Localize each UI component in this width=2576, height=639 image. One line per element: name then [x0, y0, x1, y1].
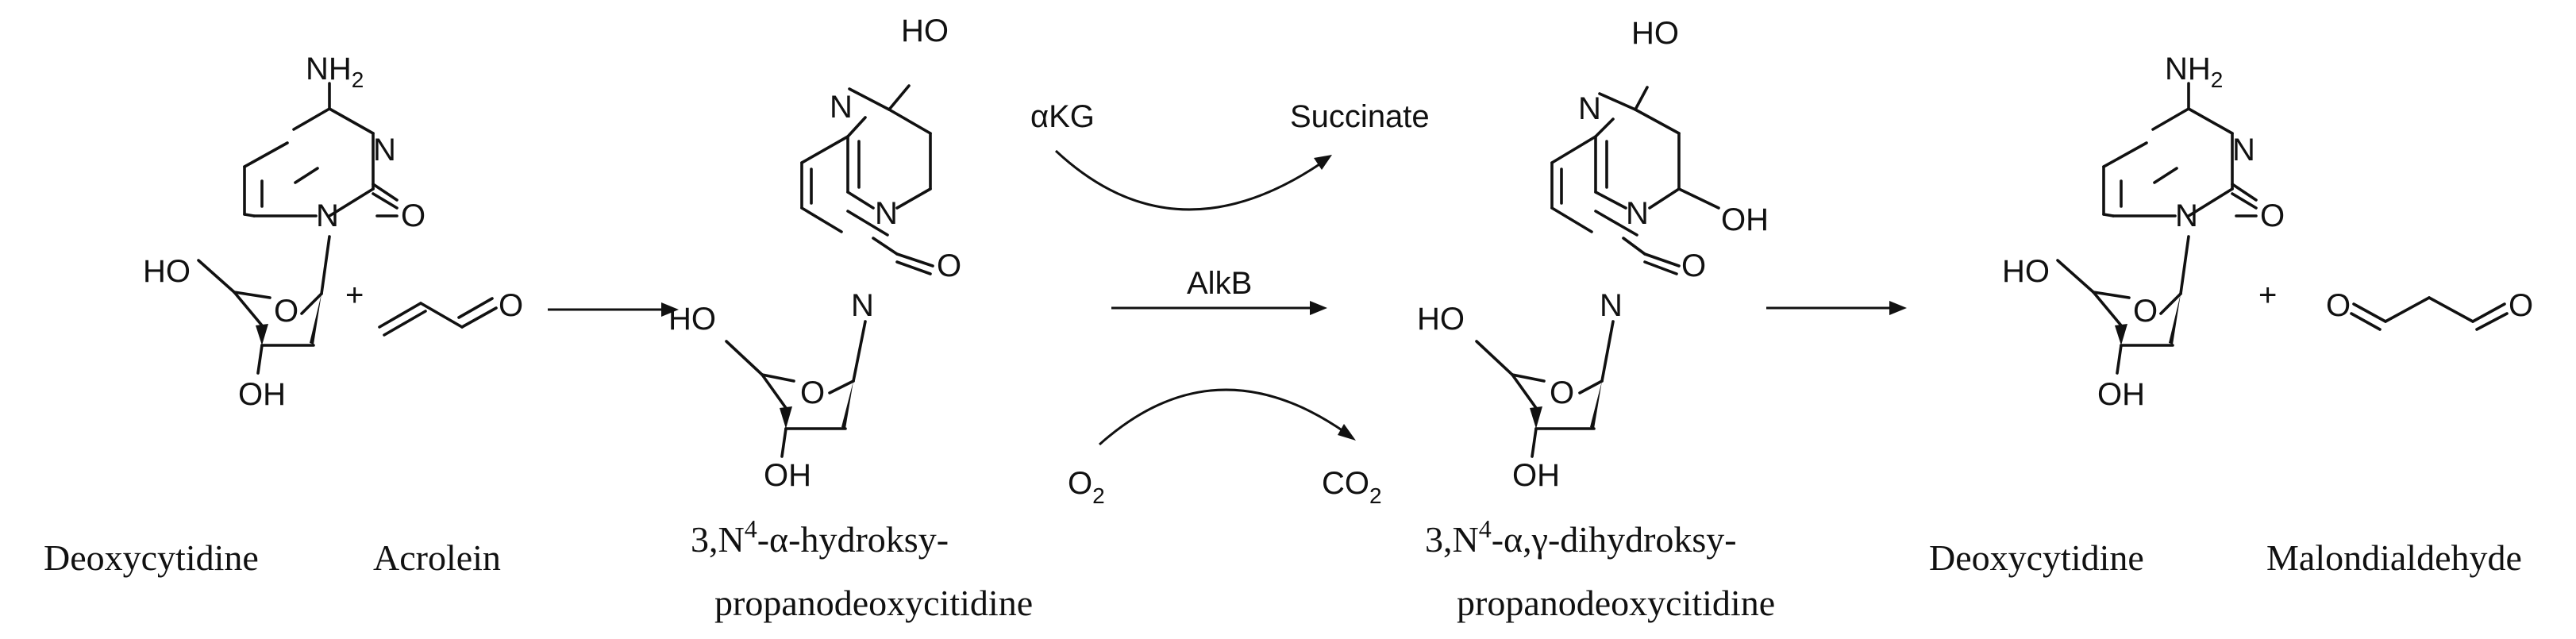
- atom-o: O: [2133, 294, 2158, 329]
- atom-o: O: [2509, 288, 2533, 323]
- atom-ho: HO: [1417, 302, 1465, 337]
- cytosine-ring: [243, 82, 399, 217]
- atom-o: O: [937, 248, 961, 283]
- atom-n: N: [1600, 288, 1623, 323]
- molecule-malondialdehyde: O O: [2326, 288, 2533, 331]
- atom-n: N: [1626, 196, 1649, 231]
- oxygen-label: O2: [1068, 466, 1105, 508]
- reaction-arrow-3: [1766, 301, 1907, 315]
- atom-o: O: [274, 294, 298, 329]
- atom-oh: OH: [2097, 377, 2145, 412]
- fused-ring-system: [1550, 86, 1720, 275]
- caption-deoxycytidine-right: Deoxycytidine: [1929, 537, 2144, 578]
- atom-ho: HO: [901, 13, 949, 48]
- atom-o: O: [499, 288, 523, 323]
- atom-oh: OH: [1721, 202, 1769, 237]
- cytosine-ring: [2102, 82, 2258, 217]
- atom-oh: OH: [1512, 458, 1560, 493]
- atom-o: O: [401, 198, 425, 233]
- atom-oh: OH: [764, 458, 811, 493]
- sugar-ring: [197, 235, 331, 375]
- caption-deoxycytidine-left: Deoxycytidine: [44, 537, 259, 578]
- caption-hydroxy-adduct-line1: 3,N4-α-hydroksy-: [691, 514, 949, 560]
- molecule-deoxycytidine-right: NH2 N N O O HO OH: [2002, 52, 2285, 412]
- atom-n: N: [851, 288, 874, 323]
- atom-o: O: [800, 375, 825, 410]
- atom-o: O: [2326, 288, 2351, 323]
- enzyme-label: AlkB: [1187, 266, 1252, 301]
- atom-ho: HO: [143, 254, 191, 289]
- atom-o: O: [1681, 248, 1706, 283]
- atom-n: N: [373, 133, 396, 167]
- plus-sign: +: [2258, 278, 2277, 313]
- curved-arrow-top: [1054, 149, 1323, 211]
- molecule-hydroxy-adduct: HO N N N O O HO OH: [668, 13, 961, 493]
- atom-n: N: [830, 90, 853, 125]
- compound-captions: Deoxycytidine Acrolein 3,N4-α-hydroksy- …: [44, 514, 2522, 623]
- molecule-deoxycytidine-left: NH2 N N O O HO OH: [143, 52, 425, 412]
- molecule-dihydroxy-adduct: HO N N OH O N O HO OH: [1417, 16, 1769, 493]
- atom-nh2: NH2: [306, 52, 364, 92]
- caption-dihydroxy-adduct-line1: 3,N4-α,γ-dihydroksy-: [1425, 514, 1737, 560]
- atom-o: O: [2260, 198, 2285, 233]
- atom-ho: HO: [668, 302, 716, 337]
- sugar-ring: [1475, 320, 1615, 458]
- caption-malondialdehyde: Malondialdehyde: [2266, 537, 2522, 578]
- co2-label: CO2: [1322, 466, 1382, 508]
- reaction-conditions: αKG Succinate AlkB O2 CO2: [1030, 99, 1430, 508]
- plus-sign: +: [345, 278, 364, 313]
- atom-nh2: NH2: [2165, 52, 2223, 92]
- atom-n: N: [2232, 133, 2255, 167]
- atom-n: N: [316, 198, 339, 233]
- atom-oh: OH: [238, 377, 286, 412]
- curved-arrow-bottom: [1098, 388, 1346, 446]
- atom-o: O: [1550, 375, 1574, 410]
- fused-ring-system: [800, 84, 934, 275]
- atom-n: N: [875, 196, 898, 231]
- cosubstrate-label: αKG: [1030, 99, 1095, 134]
- caption-acrolein: Acrolein: [373, 537, 501, 578]
- atom-ho: HO: [1631, 16, 1679, 51]
- atom-ho: HO: [2002, 254, 2050, 289]
- sugar-ring: [725, 320, 867, 458]
- coproduct-label: Succinate: [1290, 99, 1430, 134]
- caption-hydroxy-adduct-line2: propanodeoxycitidine: [714, 583, 1033, 623]
- reaction-arrow-1: [548, 302, 679, 317]
- atom-n: N: [2175, 198, 2198, 233]
- atom-n: N: [1578, 91, 1601, 126]
- caption-dihydroxy-adduct-line2: propanodeoxycitidine: [1457, 583, 1775, 623]
- molecule-acrolein: O: [378, 288, 523, 337]
- sugar-ring: [2056, 235, 2190, 375]
